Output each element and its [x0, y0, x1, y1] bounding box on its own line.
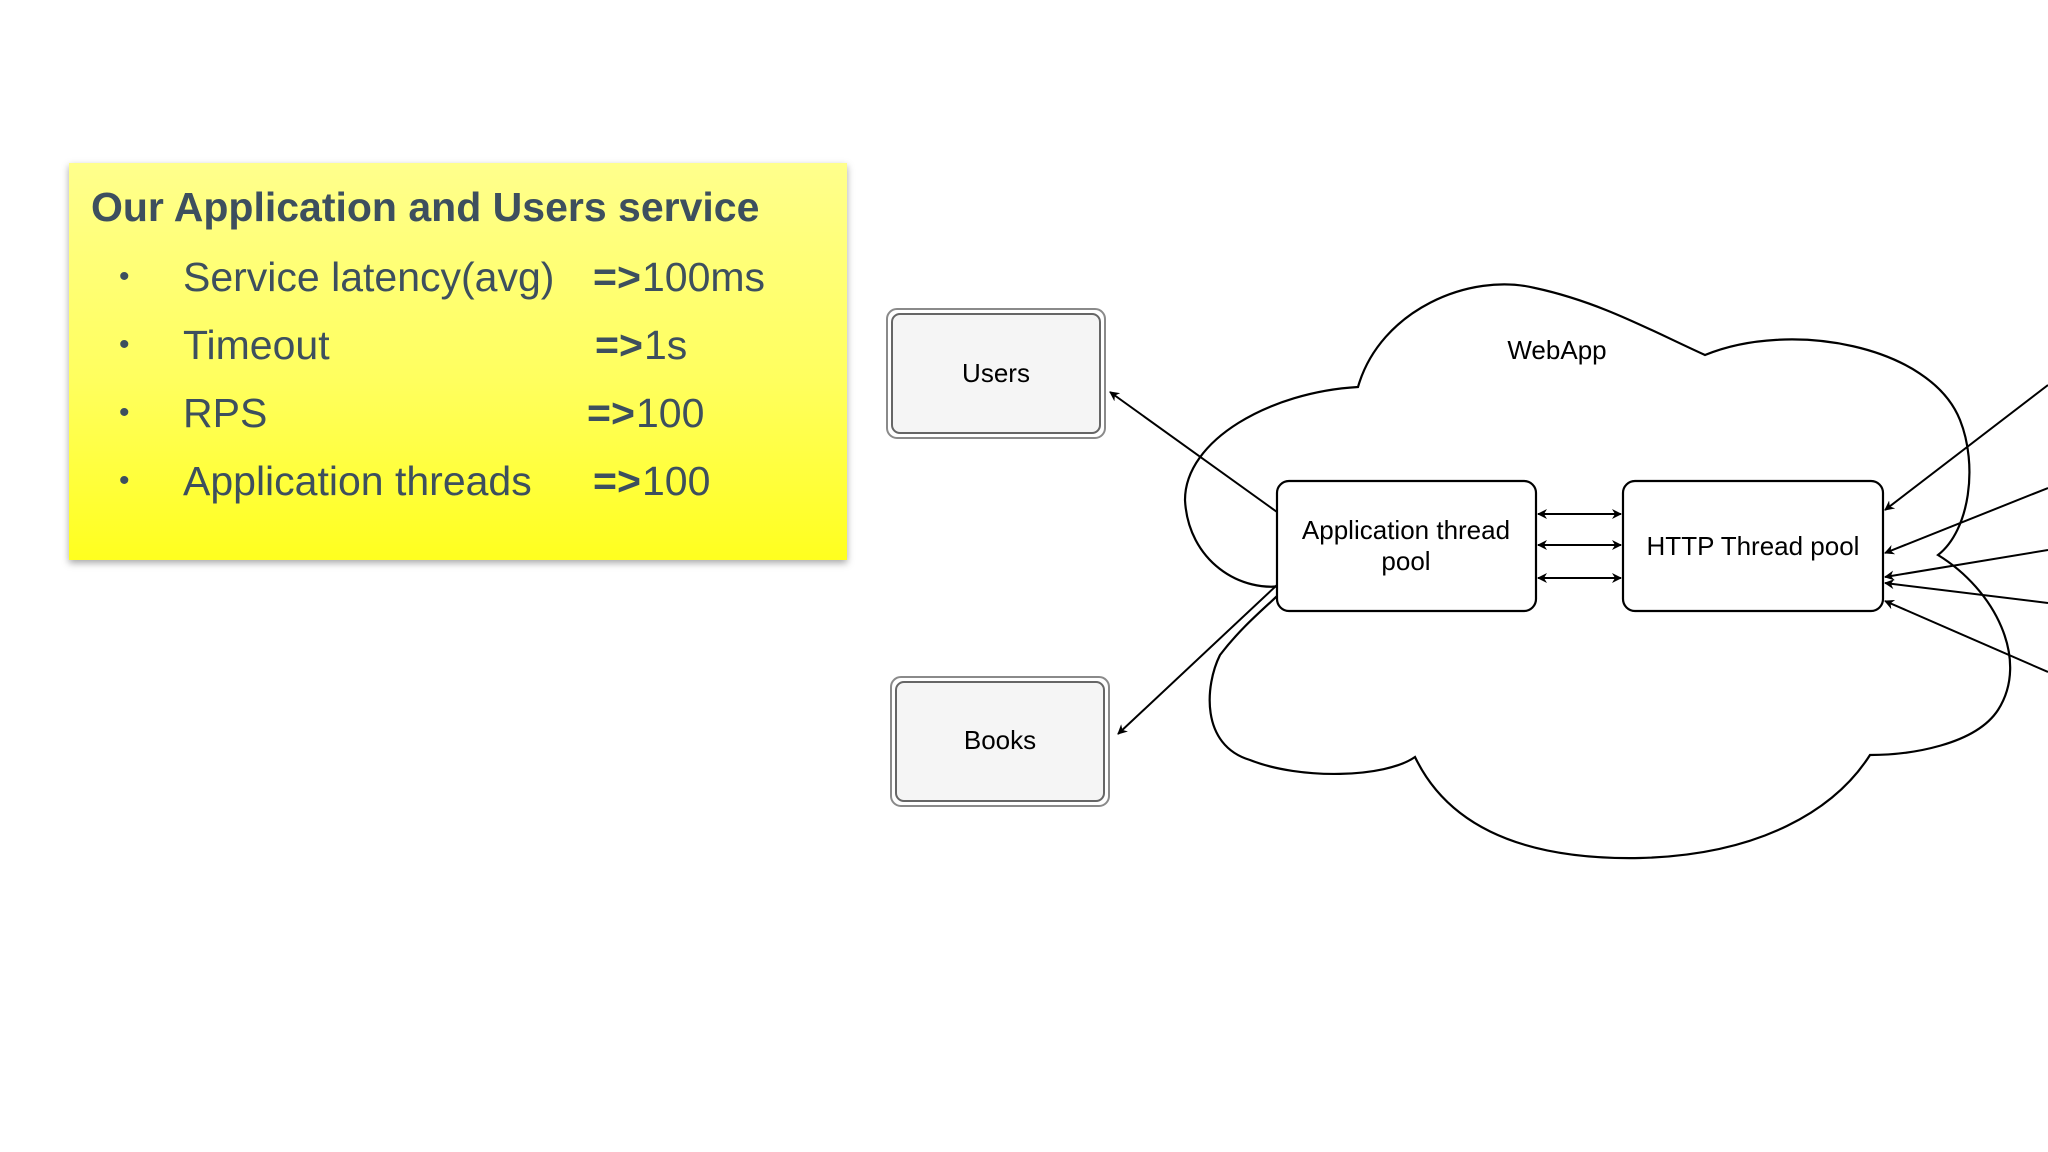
- bullet-label: Service latency(avg): [183, 254, 555, 301]
- bullet-item-service-latency: • Service latency(avg) => 100ms: [91, 243, 847, 311]
- users-box-outer: [886, 308, 1106, 439]
- application-thread-pool-label-line2: pool: [1381, 546, 1430, 576]
- arrow-app-pool-to-users: [1109, 391, 1278, 513]
- bullet-item-rps: • RPS => 100: [91, 379, 847, 447]
- bullet-dot: •: [119, 396, 130, 430]
- bullet-arrow: =>: [595, 322, 643, 369]
- panel-title: Our Application and Users service: [91, 184, 760, 230]
- bullet-value: 100ms: [642, 254, 766, 301]
- bullet-value: 1s: [644, 322, 688, 369]
- http-thread-pool-label: HTTP Thread pool: [1647, 531, 1860, 561]
- bullet-value: 100: [642, 458, 711, 505]
- bullet-item-timeout: • Timeout => 1s: [91, 311, 847, 379]
- bullet-item-application-threads: • Application threads => 100: [91, 447, 847, 515]
- arrow-incoming-request-5: [1884, 600, 2048, 673]
- arrow-app-pool-to-books: [1117, 584, 1278, 735]
- books-box: [895, 681, 1105, 802]
- books-box-outer: [890, 676, 1110, 807]
- arrow-incoming-request-4: [1884, 579, 2048, 604]
- arrow-incoming-request-2: [1884, 487, 2048, 555]
- webapp-label: WebApp: [1507, 335, 1606, 365]
- bullet-arrow: =>: [593, 458, 641, 505]
- bullet-arrow: =>: [593, 254, 641, 301]
- bullet-dot: •: [119, 328, 130, 362]
- bullet-dot: •: [119, 260, 130, 294]
- info-panel: Our Application and Users service • Serv…: [69, 163, 847, 560]
- bullet-dot: •: [119, 464, 130, 498]
- bullet-value: 100: [636, 390, 705, 437]
- arrow-incoming-request-3: [1884, 549, 2048, 581]
- bullet-label: RPS: [183, 390, 268, 437]
- books-label: Books: [964, 725, 1036, 755]
- http-thread-pool-box: [1621, 479, 1885, 613]
- users-box: [891, 313, 1101, 434]
- bullet-list: • Service latency(avg) => 100ms • Timeou…: [91, 243, 847, 515]
- users-label: Users: [962, 358, 1030, 388]
- bullet-arrow: =>: [587, 390, 635, 437]
- arrow-incoming-request-1: [1884, 384, 2048, 511]
- application-thread-pool-box: [1275, 479, 1538, 613]
- bullet-label: Timeout: [183, 322, 330, 369]
- bullet-label: Application threads: [183, 458, 532, 505]
- application-thread-pool-label-line1: Application thread: [1302, 515, 1510, 545]
